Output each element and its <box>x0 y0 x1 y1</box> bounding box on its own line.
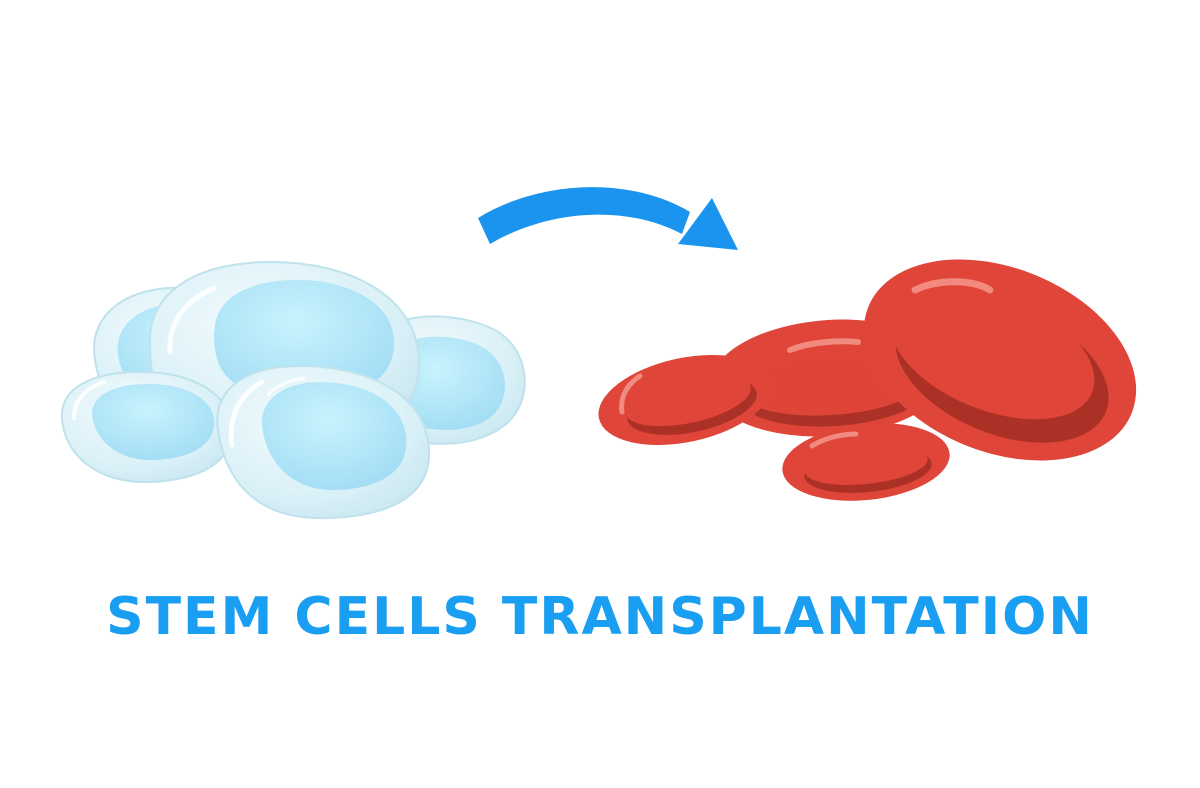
red-blood-cells-icon <box>598 259 1137 501</box>
stem-cells-icon <box>60 260 526 520</box>
curved-arrow-icon <box>478 187 738 250</box>
red-blood-cell <box>782 423 950 501</box>
stem-cell <box>60 370 234 484</box>
red-blood-cell <box>598 355 772 445</box>
diagram-caption: STEM CELLS TRANSPLANTATION <box>106 587 1094 647</box>
red-blood-cell <box>863 259 1137 461</box>
stem-cell <box>216 364 431 520</box>
